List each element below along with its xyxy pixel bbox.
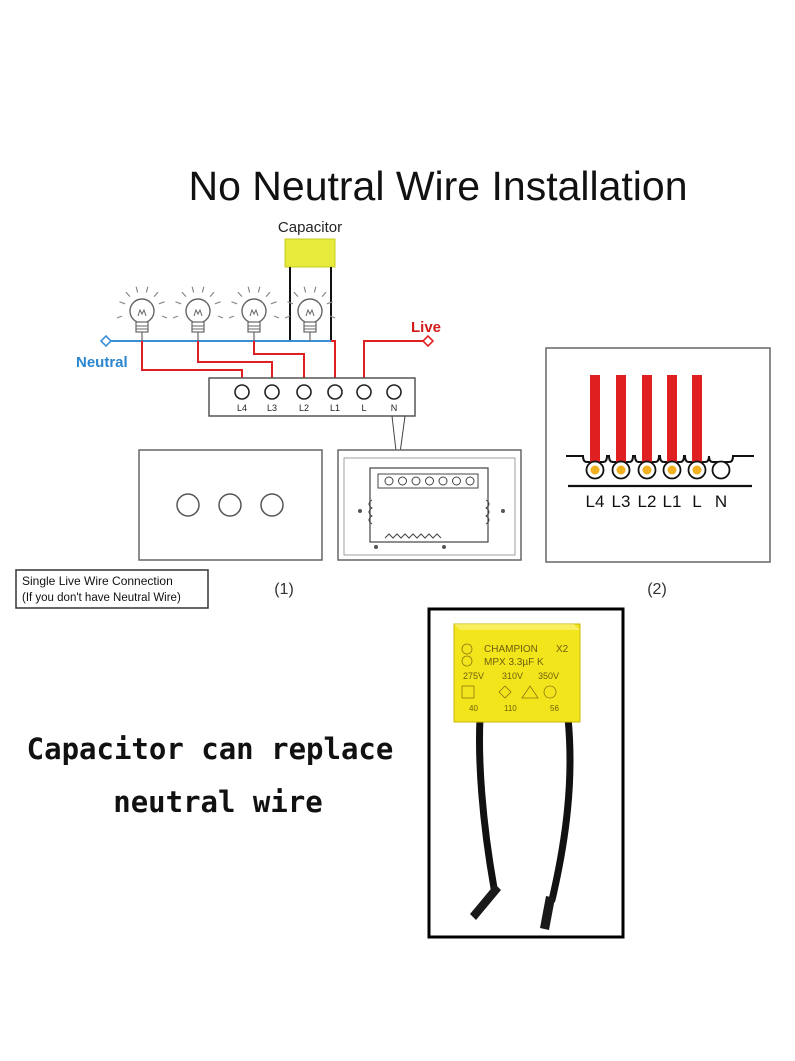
certification-mark-icon (461, 643, 473, 655)
capacitor-body (453, 623, 581, 723)
terminal-label-l3: L3 (267, 403, 277, 413)
capacitor-code-1: 40 (469, 704, 478, 713)
live-wire-l1 (667, 375, 677, 467)
live-wire-l2 (642, 375, 652, 467)
ul-mark-icon (461, 685, 475, 699)
switch-back-panel (337, 449, 522, 561)
caption-line-2: neutral wire (113, 785, 323, 819)
touch-button-2 (218, 493, 242, 517)
figure-1-label: (1) (274, 581, 294, 598)
closeup-label-l4: L4 (586, 492, 605, 511)
wire-end-l (692, 465, 702, 475)
capacitor-brand: CHAMPION (484, 644, 538, 655)
figure-2-label: (2) (647, 581, 667, 598)
wire-l1 (331, 340, 336, 387)
note-line-1: Single Live Wire Connection (22, 574, 173, 588)
light-bulb-icon (284, 286, 336, 341)
terminal-label-l2: L2 (299, 403, 309, 413)
capacitor-model: MPX 3.3µF K (484, 657, 544, 668)
terminal-rail (566, 455, 754, 463)
capacitor-wire-left (476, 714, 498, 892)
capacitor-voltage-1: 275V (463, 671, 484, 681)
terminal-block-terminals: L4 L3 L2 L1 L N (234, 384, 402, 413)
closeup-label-l2: L2 (638, 492, 657, 511)
page-title: No Neutral Wire Installation (188, 163, 687, 209)
light-bulb-icon (228, 286, 280, 341)
light-bulb-icon (116, 286, 168, 341)
closeup-terminal-n (711, 460, 731, 480)
terminal-l1 (327, 384, 343, 400)
caption-line-1: Capacitor can replace (27, 732, 394, 766)
capacitor-voltage-3: 350V (538, 671, 559, 681)
certification-mark-icon-2 (461, 655, 473, 667)
wire-l3 (197, 341, 273, 387)
touch-button-1 (176, 493, 200, 517)
live-wire-l3 (616, 375, 626, 467)
closeup-label-l3: L3 (612, 492, 631, 511)
note-line-2: (If you don't have Neutral Wire) (22, 592, 181, 604)
touch-button-3 (260, 493, 284, 517)
light-bulb-icon (172, 286, 224, 341)
capacitor-code-2: 110 (504, 704, 517, 713)
capacitor-label: Capacitor (278, 219, 342, 236)
terminal-l (356, 384, 372, 400)
live-wire (363, 340, 424, 387)
capacitor-symbol (284, 238, 336, 268)
wire-l2 (253, 341, 305, 387)
capacitor-wire-tip-right (540, 896, 555, 930)
enec-mark-icon (498, 685, 512, 699)
switch-back-module (343, 457, 516, 556)
live-label: Live (411, 319, 441, 336)
capacitor-class: X2 (556, 644, 569, 655)
capacitor-wire-tip-left (470, 884, 501, 920)
terminal-label-n: N (391, 403, 398, 413)
terminal-l3 (264, 384, 280, 400)
cqc-mark-icon (543, 685, 557, 699)
capacitor-voltage-2: 310V (502, 671, 523, 681)
capacitor-wire-right (548, 714, 574, 904)
vde-mark-icon (521, 685, 539, 699)
terminal-label-l1: L1 (330, 403, 340, 413)
terminal-label-l4: L4 (237, 403, 247, 413)
wire-end-l2 (642, 465, 652, 475)
live-wire-l4 (590, 375, 600, 467)
wire-end-l4 (590, 465, 600, 475)
terminal-label-l: L (361, 403, 366, 413)
wire-end-l1 (667, 465, 677, 475)
terminal-l4 (234, 384, 250, 400)
capacitor-photo: CHAMPION X2 MPX 3.3µF K 275V 310V 350V 4… (453, 623, 581, 930)
closeup-label-l1: L1 (663, 492, 682, 511)
neutral-terminal (99, 334, 113, 348)
live-terminal (421, 334, 435, 348)
closeup-label-l: L (692, 492, 701, 511)
note-box (15, 569, 209, 609)
lamp-group (116, 286, 336, 341)
live-wire-l (692, 375, 702, 467)
capacitor-code-3: 56 (550, 704, 559, 713)
neutral-label: Neutral (76, 354, 128, 371)
closeup-label-n: N (715, 492, 727, 511)
terminal-n (386, 384, 402, 400)
wire-end-l3 (616, 465, 626, 475)
terminal-l2 (296, 384, 312, 400)
